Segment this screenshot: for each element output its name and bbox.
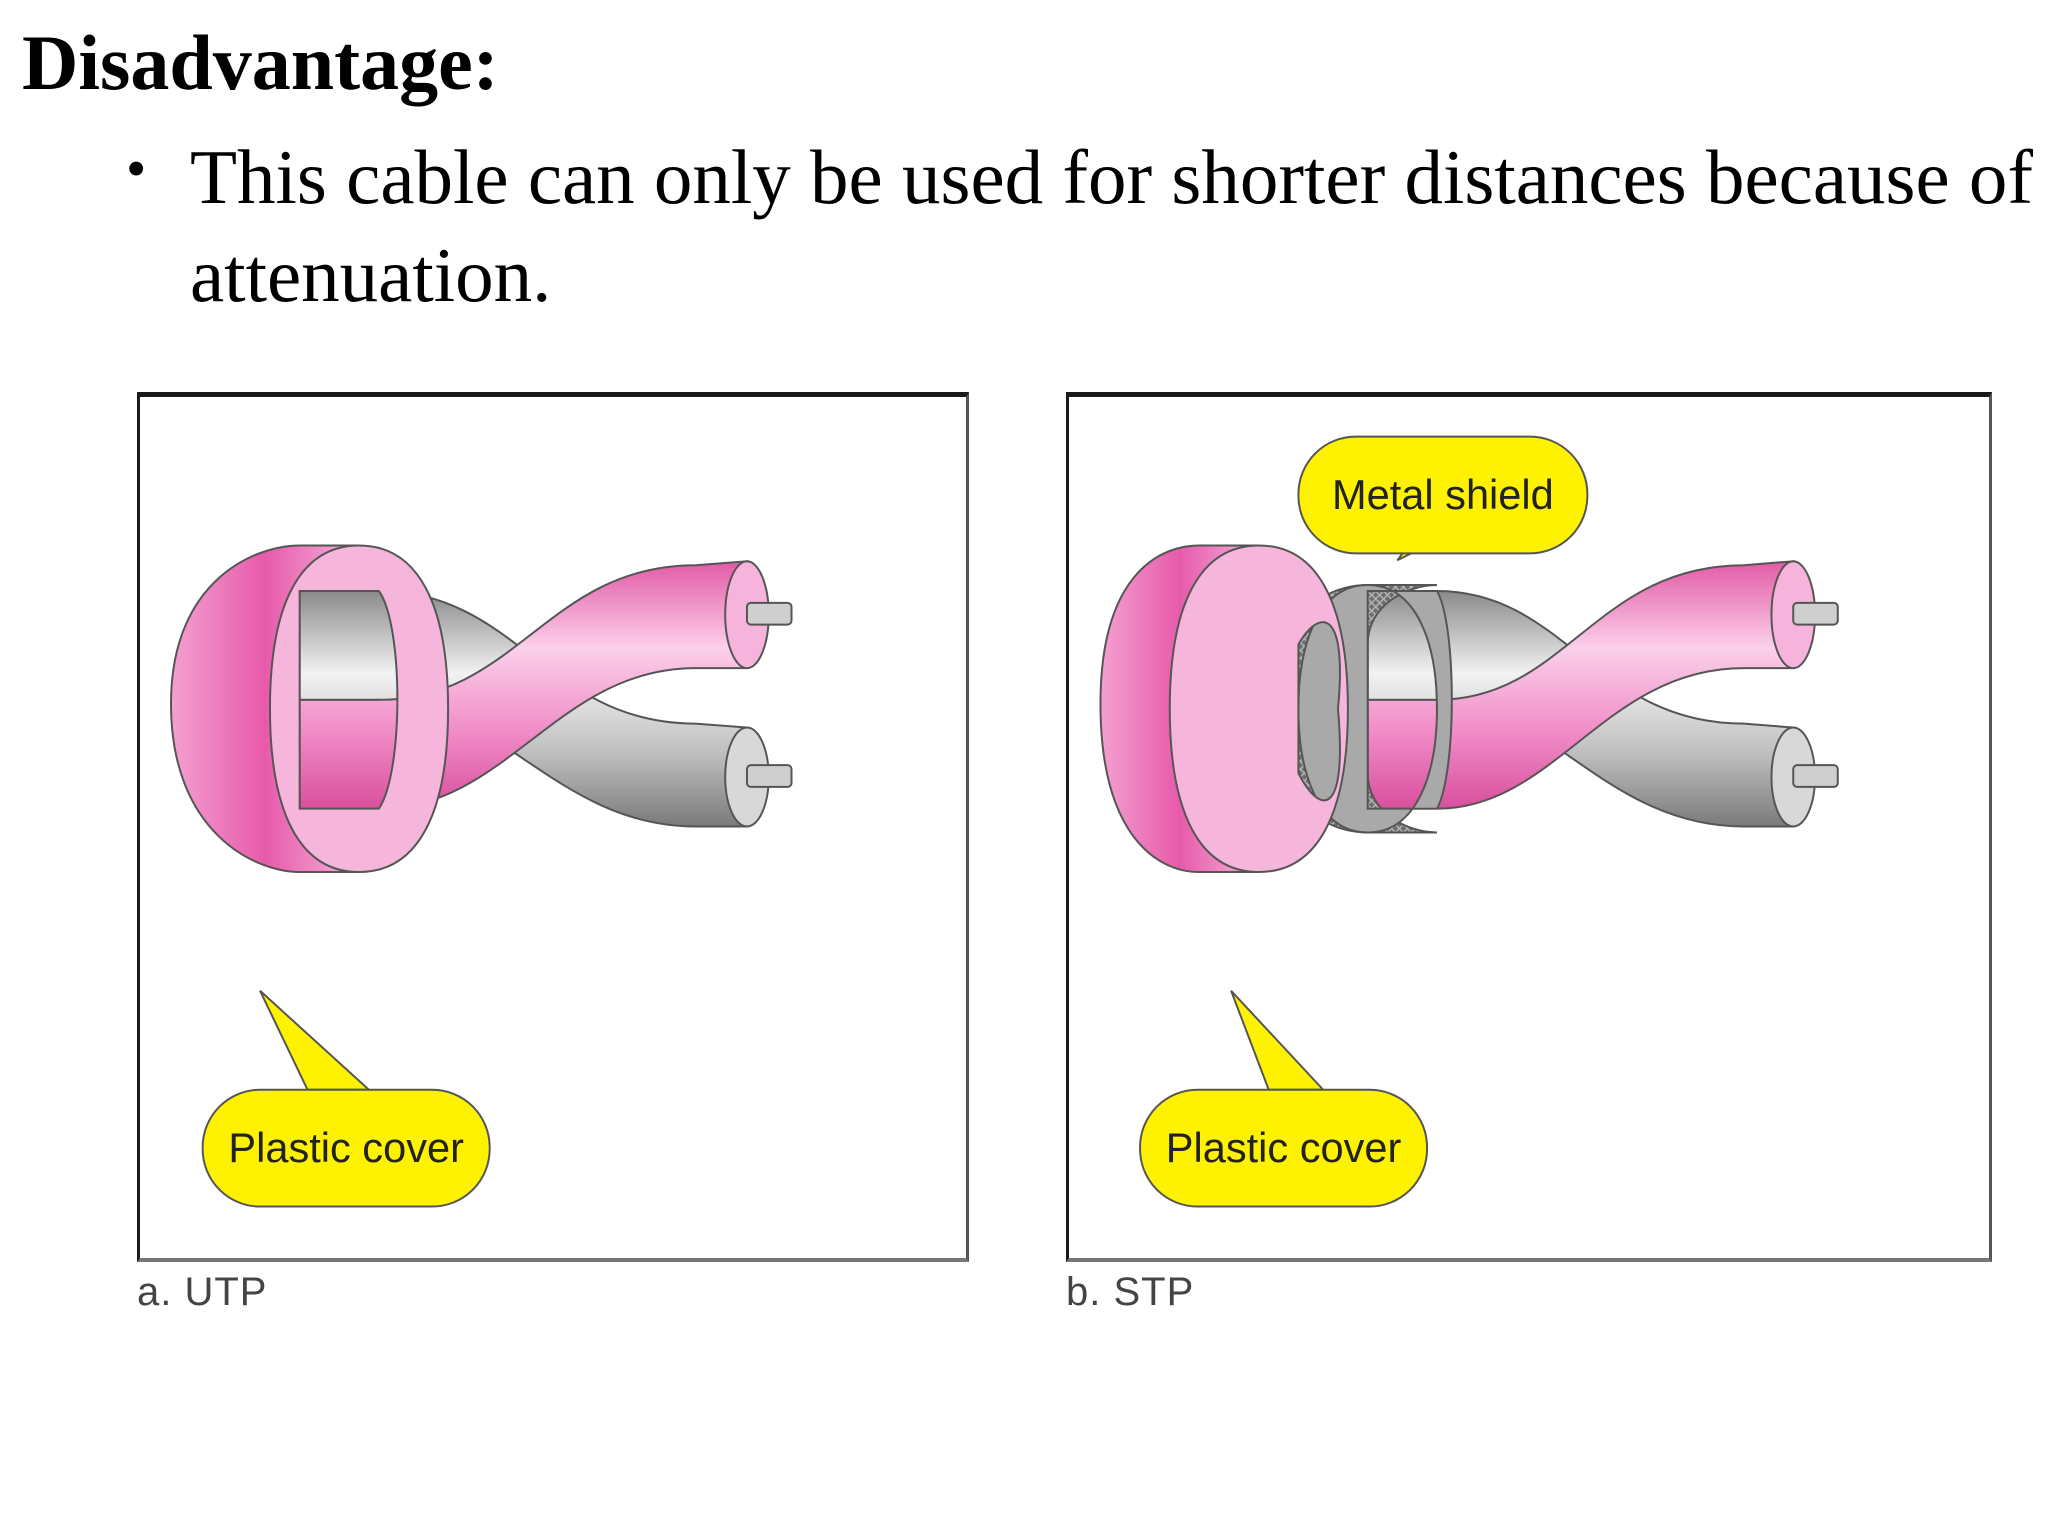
bullet-text: This cable can only be used for shorter … [190,134,2034,318]
utp-caption: a. UTP [137,1270,268,1314]
plastic-cover-label: Plastic cover [228,1124,464,1171]
stp-illustration: Plastic cover Metal shield [1099,435,1839,1208]
utp-diagram: Plastic cover [137,392,969,1262]
slide-heading: Disadvantage: [22,19,499,106]
metal-shield-label: Metal shield [1332,471,1554,518]
stp-caption: b. STP [1066,1270,1195,1314]
utp-illustration: Plastic cover [170,544,793,1208]
plastic-cover-callout: Plastic cover [201,990,491,1208]
pink-wire [1366,560,1839,810]
plastic-cover-label: Plastic cover [1166,1124,1402,1171]
plastic-cover-callout: Plastic cover [1139,990,1429,1208]
bullet-dot-icon: • [126,136,147,201]
metal-shield-callout: Metal shield [1297,435,1589,562]
plastic-cover [1099,544,1349,874]
metal-shield [1297,584,1453,834]
stp-diagram: Plastic cover Metal shield [1066,392,1992,1262]
plastic-cover [170,544,450,874]
